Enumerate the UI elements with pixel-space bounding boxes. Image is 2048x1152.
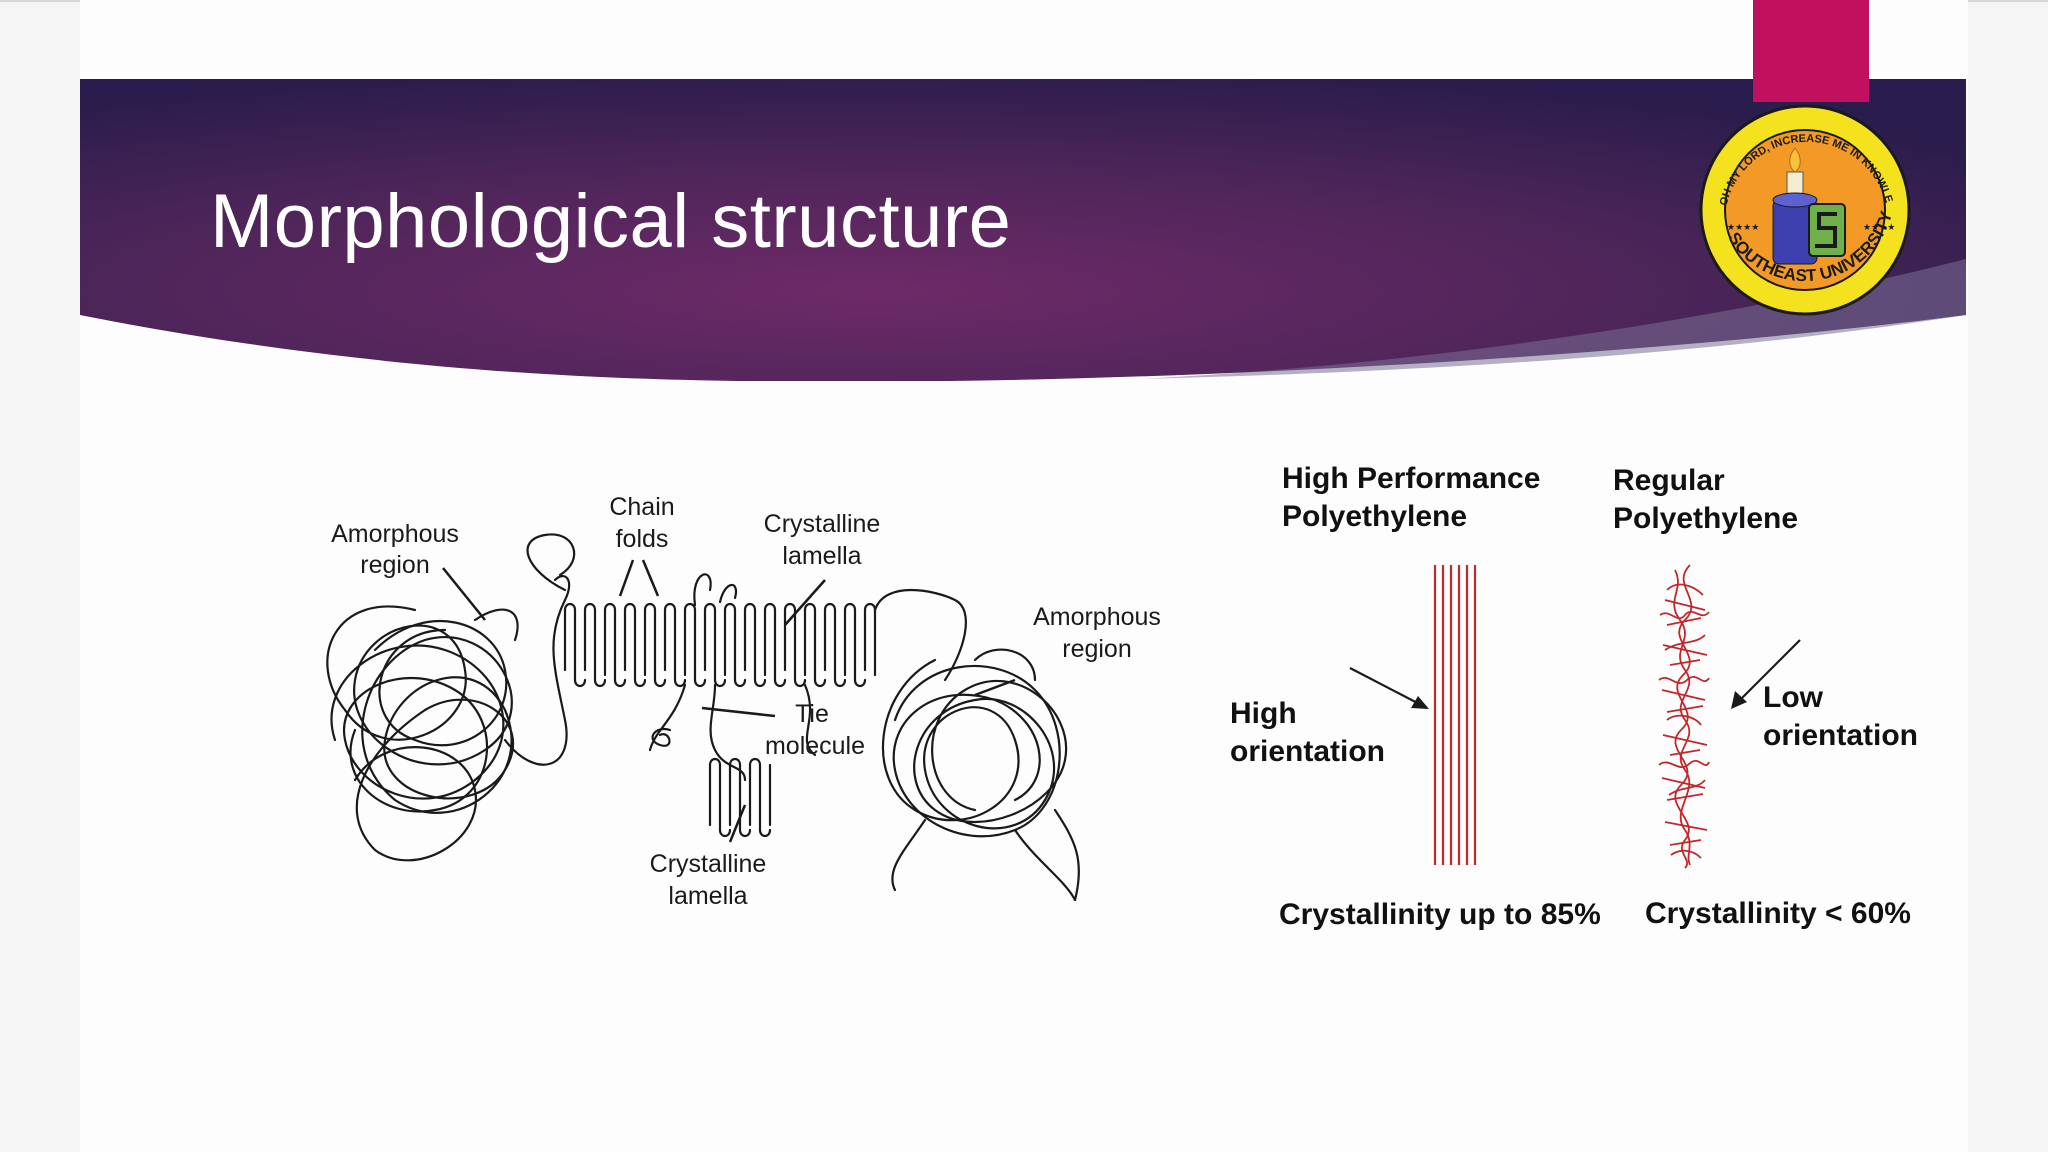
label-amorphous-right-2: region [1062, 635, 1132, 663]
reg-crystallinity: Crystallinity < 60% [1645, 897, 1911, 930]
semicrystalline-structure-diagram: Amorphous region Chain folds Crystalline… [326, 493, 1161, 910]
label-chain-folds-2: folds [616, 525, 669, 553]
polyethylene-comparison-diagram: High Performance Polyethylene Regular Po… [1230, 462, 1918, 931]
hp-fiber-bundle [1433, 565, 1477, 865]
label-amorphous-left-1: Amorphous [331, 520, 459, 548]
label-crystalline-top-1: Crystalline [764, 510, 881, 538]
high-orientation-line2: orientation [1230, 735, 1385, 768]
svg-text:★★★★: ★★★★ [1727, 222, 1759, 232]
label-crystalline-top-2: lamella [782, 542, 861, 570]
label-crystalline-bottom-2: lamella [668, 882, 747, 910]
low-orientation-line2: orientation [1763, 719, 1918, 752]
svg-text:★★★★: ★★★★ [1863, 222, 1895, 232]
high-orientation-line1: High [1230, 697, 1297, 730]
accent-tab [1753, 0, 1869, 102]
label-amorphous-right-1: Amorphous [1033, 603, 1161, 631]
label-crystalline-bottom-1: Crystalline [650, 850, 767, 878]
hp-crystallinity: Crystallinity up to 85% [1279, 898, 1601, 931]
university-seal-logo: OH MY LORD, INCREASE ME IN KNOWLEDGE SOU… [1695, 100, 1911, 316]
low-orientation-arrow [1732, 639, 1801, 708]
title-banner [80, 79, 1966, 381]
label-chain-folds-1: Chain [609, 493, 674, 521]
hp-title-line1: High Performance [1282, 462, 1540, 495]
low-orientation-line1: Low [1763, 681, 1824, 714]
reg-title-line2: Polyethylene [1613, 502, 1798, 535]
slide-title: Morphological structure [210, 179, 1012, 264]
high-orientation-arrow [1349, 667, 1428, 709]
label-amorphous-left-2: region [360, 551, 430, 579]
hp-title-line2: Polyethylene [1282, 500, 1467, 533]
reg-title-line1: Regular [1613, 464, 1725, 497]
label-tie-molecule-1: Tie [795, 700, 829, 728]
label-tie-molecule-2: molecule [765, 732, 865, 760]
regular-fiber-bundle [1658, 564, 1710, 869]
